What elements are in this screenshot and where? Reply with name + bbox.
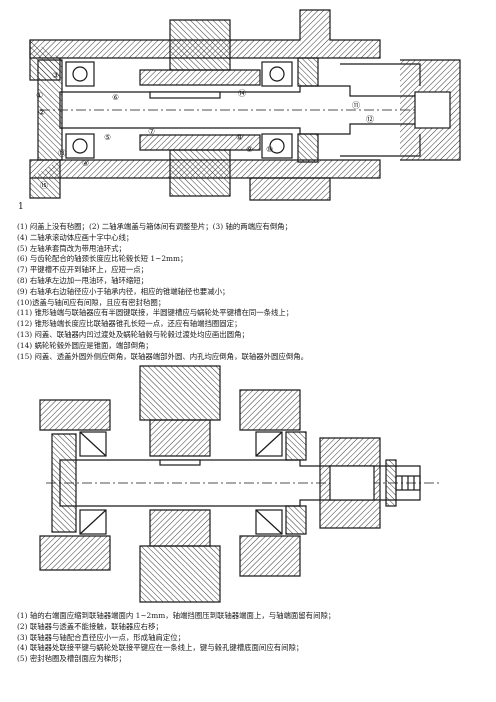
bearing-left-top <box>65 61 95 87</box>
assembly-drawing-2 <box>39 365 440 603</box>
end-plate <box>385 459 397 507</box>
callout-9: ⑨ <box>246 145 253 154</box>
callout-3: ③ <box>52 71 59 80</box>
bearing-left-top <box>79 431 107 457</box>
callout-7: ⑦ <box>148 127 155 136</box>
list-item: (3) 联轴器与轴配合直径应小一点，形成轴肩定位； <box>17 632 186 642</box>
callout-14: ⑭ <box>238 89 246 98</box>
housing-left-top <box>39 399 111 431</box>
housing-foot <box>249 177 331 201</box>
assembly-drawing-1: ① ② ③ ④ ⑤ ⑥ ⑦ ⑧ ⑨ ⑩ ⑪ ⑫ ⑬ ⑭ ⑮ <box>29 9 461 201</box>
worm-wheel-rim-top <box>139 365 221 421</box>
list-item: (1) 闷盖上没有毡圈；(2) 二轴承端盖与箱体间有调整垫片；(3) 轴的两端应… <box>17 222 292 231</box>
worm-wheel-web-bottom <box>149 509 211 547</box>
callout-12: ⑫ <box>366 115 374 124</box>
bearing-right-top <box>261 61 293 87</box>
worm-wheel-web-top <box>149 419 211 457</box>
worm-wheel-hub-top <box>139 69 261 86</box>
callout-13: ⑬ <box>58 149 66 158</box>
list-item: (14) 蜗轮轮毂外圆应是锥面，端部倒角； <box>17 340 153 350</box>
housing-left-bottom <box>29 160 61 199</box>
callout-11: ⑪ <box>352 101 360 110</box>
keyway <box>149 91 221 99</box>
list-item: (13) 闷盖、联轴器内凹过渡处及蜗轮轴毂与轮毂过渡处均应画出圆角； <box>17 329 249 339</box>
left-end-cover <box>37 59 63 161</box>
callout-15: ⑮ <box>40 181 48 190</box>
right-end-cover <box>285 431 307 535</box>
shaft <box>59 459 421 507</box>
bearing-right-bottom <box>255 509 283 535</box>
housing-right-bottom <box>239 535 301 577</box>
list-item: (12) 锥形轴端长度应比联轴器锥孔长短一点，还应有轴端挡圈固定； <box>17 319 242 329</box>
list-item: (10)透盖与轴间应有间隙，且应有密封毡圈； <box>17 297 166 307</box>
callout-5: ⑤ <box>104 133 111 142</box>
callout-2: ② <box>38 108 45 117</box>
left-end-cover <box>51 433 77 533</box>
keyway <box>159 459 201 466</box>
callout-4: ④ <box>82 159 89 168</box>
list-item: (4) 联轴器处联接平键与蜗轮处联接平键应在一条线上，键与毂孔键槽底面间应有间隙… <box>17 643 304 653</box>
worm-wheel-rim-bottom <box>139 545 221 603</box>
bearing-right-bottom <box>261 133 293 159</box>
housing-right-top <box>239 389 301 431</box>
worm-wheel-bottom <box>169 149 231 197</box>
callout-8: ⑧ <box>236 133 243 142</box>
bearing-right-top <box>255 431 283 457</box>
bearing-left-bottom <box>65 133 95 159</box>
bearing-left-bottom <box>79 509 107 535</box>
list-item: (2) 联轴器与透盖不能接触，联轴器应右移； <box>17 621 163 631</box>
corrections-list-2: (1) 轴的右端面应缩到联轴器端面内 1~2mm，轴端挡圈压到联轴器端面上，与轴… <box>17 611 487 665</box>
list-item: (5) 密封毡圈及槽剖面应为梯形； <box>17 654 126 664</box>
list-item: (9) 右轴承右边轴径应小于轴承内径，相应的锥端轴径也要减小； <box>17 286 230 296</box>
housing-top <box>29 9 381 59</box>
list-item: (5) 左轴承套筒改为带甩油环式； <box>17 243 126 253</box>
right-end-cover <box>297 57 319 163</box>
list-item: (1) 轴的右端面应缩到联轴器端面内 1~2mm，轴端挡圈压到联轴器端面上，与轴… <box>17 611 336 620</box>
callout-6: ⑥ <box>112 93 119 102</box>
corrections-list-1: (1) 闷盖上没有毡圈；(2) 二轴承端盖与箱体间有调整垫片；(3) 轴的两端应… <box>17 222 487 362</box>
callout-1: ① <box>36 91 43 100</box>
list-item: (4) 二轴承滚动体应画十字中心线； <box>17 232 134 242</box>
housing-left-bottom <box>39 535 111 571</box>
list-item: (8) 右轴承左边加一甩油环，轴环缩短； <box>17 275 149 285</box>
callout-10: ⑩ <box>266 145 273 154</box>
figure-index: 1 <box>18 202 24 212</box>
worm-wheel-top <box>169 19 231 71</box>
list-item: (11) 锥形轴端与联轴器应有半圆键联接，半圆键槽应与蜗轮处平键槽在同一条线上； <box>17 308 294 318</box>
worm-wheel-hub-bottom <box>139 134 261 151</box>
list-item: (6) 与齿轮配合的轴颈长度应比轮毂长短 1~2mm； <box>17 254 188 264</box>
list-item: (7) 平键槽不应开到轴环上，应短一点； <box>17 265 149 275</box>
list-item: (15) 闷盖、透盖外圆外侧应倒角，联轴器端部外圆、内孔均应倒角，联轴器外圆应倒… <box>17 351 308 361</box>
